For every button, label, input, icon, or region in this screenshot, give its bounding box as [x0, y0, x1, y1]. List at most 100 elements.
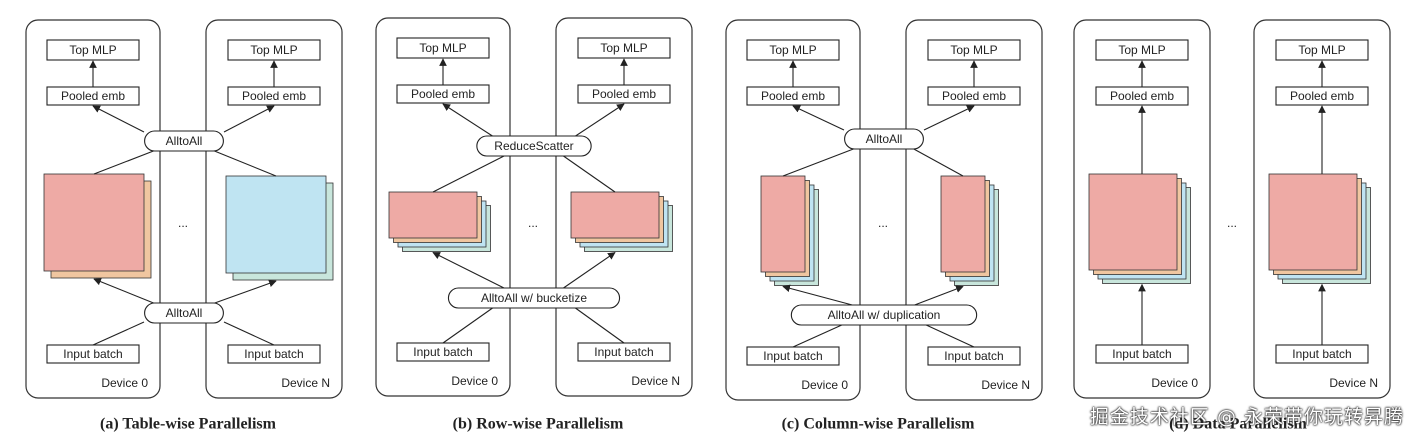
pooled-emb-box-label: Pooled emb [1290, 89, 1354, 103]
device-label: Device N [981, 378, 1030, 392]
top-mlp-box [1275, 39, 1369, 61]
ellipsis: ... [878, 216, 888, 230]
line-table-to-comm [432, 154, 507, 193]
top-mlp-box-label: Top MLP [250, 43, 297, 57]
top-mlp-box [746, 39, 840, 61]
device-label: Device 0 [801, 378, 848, 392]
pooled-emb-box-label: Pooled emb [61, 89, 125, 103]
caption: (c) Column-wise Parallelism [782, 416, 976, 433]
arrow-comm-to-pooled [923, 105, 975, 131]
line-table-to-comm [782, 147, 857, 177]
input-batch-box-label: Input batch [413, 345, 472, 359]
input-batch-box-label: Input batch [1292, 347, 1351, 361]
line-table-to-comm [211, 149, 277, 177]
table-shard [760, 175, 806, 273]
table-shard [388, 191, 478, 239]
arrow-comm-to-pooled [573, 103, 625, 138]
table-shard [570, 191, 660, 239]
arrow-comm-to-table [782, 284, 857, 307]
lower-comm-pill-label: AlltoAll w/ duplication [828, 308, 941, 322]
line-input-to-comm [223, 321, 275, 346]
embedding-shards-left [760, 175, 819, 286]
arrow-comm-to-table [211, 279, 277, 305]
top-mlp-box [1095, 39, 1189, 61]
top-mlp-box-label: Top MLP [600, 41, 647, 55]
upper-comm-pill-label: AlltoAll [866, 132, 903, 146]
lower-comm-pill [447, 287, 621, 309]
input-batch-box-label: Input batch [944, 349, 1003, 363]
embedding-shards-right [570, 191, 673, 252]
arrow-comm-to-pooled [223, 105, 275, 133]
embedding-table-left [43, 173, 152, 279]
table-shard [1268, 173, 1358, 271]
top-mlp-box [927, 39, 1021, 61]
top-mlp-box-label: Top MLP [1118, 43, 1165, 57]
embedding-shards-right [940, 175, 999, 286]
arrow-comm-to-pooled [442, 103, 495, 138]
input-batch-box-label: Input batch [763, 349, 822, 363]
pooled-emb-box-label: Pooled emb [411, 87, 475, 101]
ellipsis: ... [528, 216, 538, 230]
top-mlp-box [46, 39, 140, 61]
pooled-emb-box-label: Pooled emb [242, 89, 306, 103]
table-shard [1088, 173, 1178, 271]
arrow-comm-to-table [561, 252, 616, 290]
line-input-to-comm [573, 306, 625, 344]
pooled-emb-box-label: Pooled emb [592, 87, 656, 101]
top-mlp-box-label: Top MLP [950, 43, 997, 57]
device-label: Device 0 [1151, 376, 1198, 390]
lower-comm-pill [790, 304, 978, 326]
device-label: Device 0 [101, 376, 148, 390]
device-label: Device N [281, 376, 330, 390]
input-batch-box-label: Input batch [594, 345, 653, 359]
pooled-emb-box-label: Pooled emb [761, 89, 825, 103]
top-mlp-box [227, 39, 321, 61]
line-input-to-comm [442, 306, 495, 344]
table-shard [225, 175, 327, 274]
line-input-to-comm [923, 323, 975, 348]
upper-comm-pill-label: AlltoAll [166, 134, 203, 148]
lower-comm-pill [144, 302, 224, 324]
caption: (a) Table-wise Parallelism [100, 416, 277, 433]
embedding-shards-right [1268, 173, 1371, 284]
input-batch-box-label: Input batch [1112, 347, 1171, 361]
top-mlp-box [577, 37, 671, 59]
arrow-comm-to-pooled [92, 105, 145, 133]
pooled-emb-box-label: Pooled emb [942, 89, 1006, 103]
top-mlp-box [396, 37, 490, 59]
top-mlp-box-label: Top MLP [1298, 43, 1345, 57]
line-input-to-comm [792, 323, 845, 348]
caption: (b) Row-wise Parallelism [453, 416, 624, 433]
arrow-comm-to-table [432, 252, 507, 290]
embedding-shards-left [388, 191, 491, 252]
table-shard [43, 173, 145, 272]
line-table-to-comm [561, 154, 616, 193]
line-table-to-comm [911, 147, 964, 177]
upper-comm-pill [476, 135, 592, 157]
caption: (d) Data Parallelism [1169, 416, 1307, 433]
device-label: Device 0 [451, 374, 498, 388]
upper-comm-pill [844, 128, 924, 150]
upper-comm-pill-label: ReduceScatter [494, 139, 573, 153]
lower-comm-pill-label: AlltoAll w/ bucketize [481, 291, 587, 305]
ellipsis: ... [1227, 216, 1237, 230]
top-mlp-box-label: Top MLP [69, 43, 116, 57]
watermark: 掘金技术社区 @ 永荣带你玩转昇腾 [1089, 406, 1404, 428]
arrow-comm-to-table [911, 285, 964, 307]
arrow-comm-to-table [93, 278, 157, 305]
embedding-table-right [225, 175, 334, 281]
input-batch-box-label: Input batch [63, 347, 122, 361]
input-batch-box-label: Input batch [244, 347, 303, 361]
ellipsis: ... [178, 216, 188, 230]
embedding-shards-left [1088, 173, 1191, 284]
pooled-emb-box-label: Pooled emb [1110, 89, 1174, 103]
line-table-to-comm [93, 149, 157, 175]
arrow-comm-to-pooled [792, 105, 845, 131]
lower-comm-pill-label: AlltoAll [166, 306, 203, 320]
top-mlp-box-label: Top MLP [419, 41, 466, 55]
